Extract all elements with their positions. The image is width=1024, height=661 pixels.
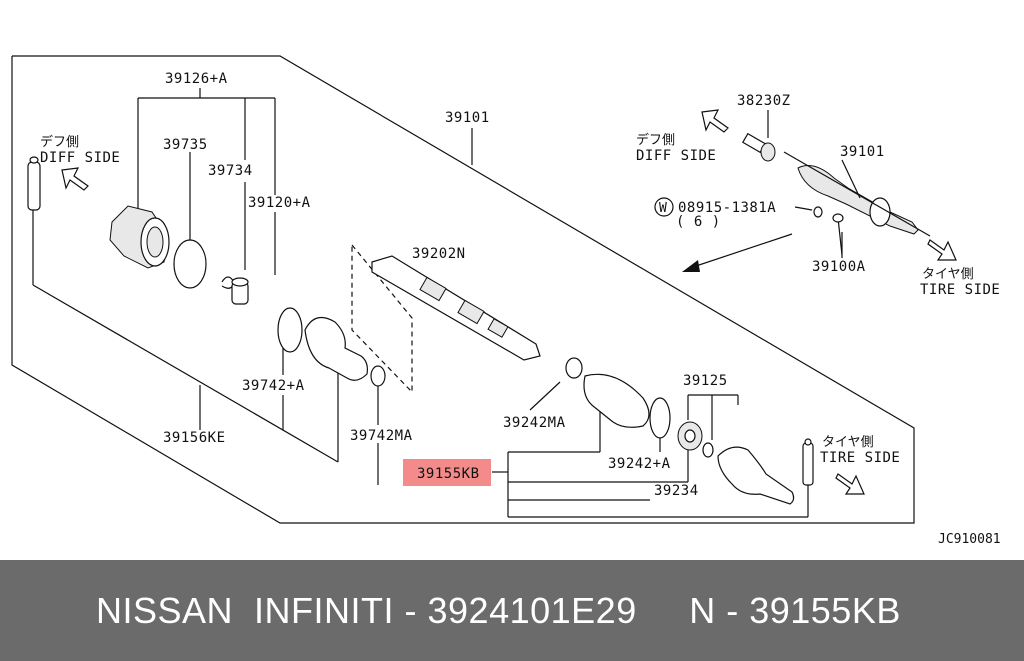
- label-39742-a: 39742+A: [242, 378, 305, 394]
- label-inset-washer: 08915-1381A: [678, 200, 776, 216]
- diff-side-arrow-icon: [61, 167, 89, 191]
- inset-part-38230z: [742, 132, 776, 162]
- band-ring-39735: [173, 239, 207, 289]
- label-39101: 39101: [445, 110, 490, 126]
- label-inset-diff-jp: デフ側: [636, 132, 675, 148]
- label-39234: 39234: [654, 483, 699, 499]
- label-inset-tire-jp: タイヤ側: [922, 267, 974, 282]
- boot-diff-side: [304, 316, 368, 381]
- band-39242a: [649, 397, 671, 439]
- label-39242ma: 39242MA: [503, 415, 566, 431]
- label-tire-side-jp: タイヤ側: [822, 435, 874, 450]
- band-39242ma: [565, 357, 583, 379]
- label-39202n: 39202N: [412, 246, 466, 262]
- inset-tire-arrow-icon: [927, 239, 957, 261]
- label-39242-a: 39242+A: [608, 456, 671, 472]
- band-39742ma: [370, 365, 386, 387]
- diff-housing-part: [109, 205, 170, 269]
- tire-side-arrow-icon: [835, 473, 865, 495]
- label-39120-a: 39120+A: [248, 195, 311, 211]
- band-39742-left: [277, 307, 303, 353]
- inset-shaft-assembly: [797, 165, 919, 235]
- inset-diff-arrow-icon: [701, 109, 729, 133]
- exploded-parts-diagram: 39126+A 39735 39734 39120+A 39101 39202N…: [11, 55, 1001, 547]
- label-inset-38230z: 38230Z: [737, 93, 791, 109]
- diff-side-stub: [27, 156, 41, 211]
- label-inset-washer-qty: ( 6 ): [676, 214, 721, 230]
- washer-mark-circle: [654, 197, 674, 217]
- direction-arrow-icon: [682, 233, 793, 272]
- label-diff-side: DIFF SIDE: [40, 150, 120, 166]
- label-inset-tire: TIRE SIDE: [920, 282, 1000, 298]
- label-39125: 39125: [683, 373, 728, 389]
- label-39735: 39735: [163, 137, 208, 153]
- diagram-frame: [11, 55, 915, 524]
- diagram-code: JC910081: [938, 532, 1001, 547]
- label-tire-side: TIRE SIDE: [820, 450, 900, 466]
- label-inset-diff: DIFF SIDE: [636, 148, 716, 164]
- label-inset-w-mark: W: [659, 201, 667, 216]
- label-39126-a: 39126+A: [165, 71, 228, 87]
- clip-39120: [231, 277, 249, 305]
- outer-joint-tire-side: [717, 446, 795, 505]
- label-inset-39100a: 39100A: [812, 259, 866, 275]
- tire-side-stub: [802, 438, 814, 486]
- label-39734: 39734: [208, 163, 253, 179]
- circlip-39234: [702, 442, 714, 458]
- label-39742ma: 39742MA: [350, 428, 413, 444]
- highlight-box: [403, 459, 491, 486]
- label-39155kb: 39155KB: [417, 466, 480, 482]
- boot-tire-side: [583, 373, 650, 428]
- dashed-subgroup-box: [351, 244, 413, 394]
- label-inset-39101: 39101: [840, 144, 885, 160]
- label-39156ke: 39156KE: [163, 430, 226, 446]
- footer-banner: NISSAN INFINITI - 3924101E29 N - 39155KB: [0, 560, 1024, 661]
- joint-39125: [677, 421, 703, 451]
- leader-lines: [32, 88, 809, 518]
- label-diff-side-jp: デフ側: [40, 134, 79, 150]
- footer-part-numbers: NISSAN INFINITI - 3924101E29 N - 39155KB: [96, 589, 901, 631]
- shaft-39202n: [371, 255, 541, 361]
- inset-bolt-39100a: [832, 213, 844, 256]
- inset-washer: [813, 206, 823, 218]
